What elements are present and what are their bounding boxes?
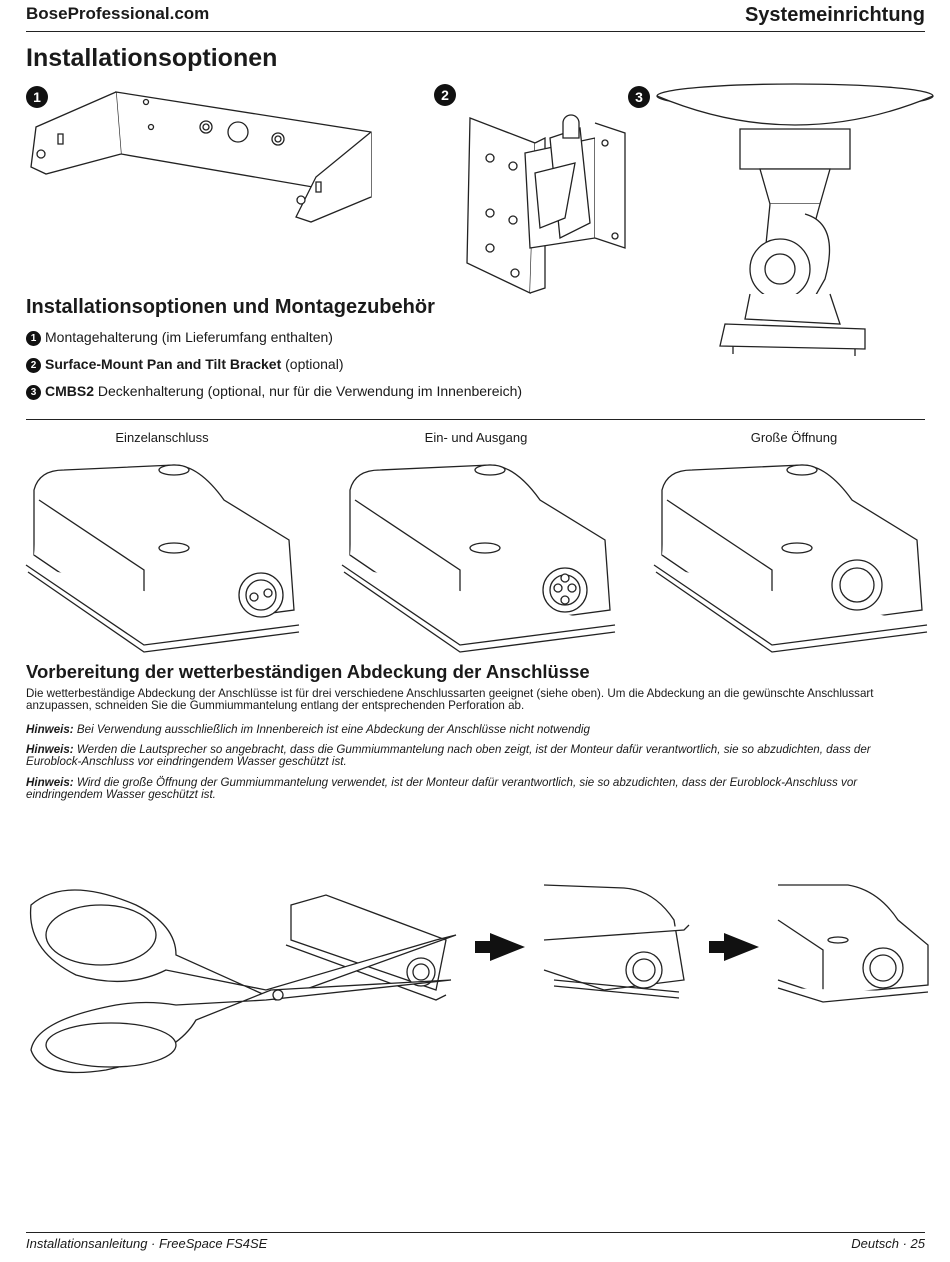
cover-single-illustration bbox=[24, 460, 304, 650]
note-rubber-up: Hinweis: Werden die Lautsprecher so ange… bbox=[26, 743, 926, 769]
cover-large-opening-illustration bbox=[652, 460, 932, 650]
note-text: Wird die große Öffnung der Gummiummantel… bbox=[26, 776, 858, 802]
caption-single: Einzelanschluss bbox=[115, 430, 209, 445]
note-label: Hinweis: bbox=[26, 776, 74, 789]
note-label: Hinweis: bbox=[26, 743, 74, 756]
figure-marker-3: 3 bbox=[628, 86, 650, 108]
footer-page-number: Deutsch · 25 bbox=[851, 1236, 925, 1251]
options-heading: Installationsoptionen und Montagezubehör bbox=[26, 296, 435, 318]
weather-heading: Vorbereitung der wetterbeständigen Abdec… bbox=[26, 661, 590, 682]
figure-marker-2: 2 bbox=[434, 84, 456, 106]
option-number: 2 bbox=[26, 358, 41, 373]
footer-doc-title: Installationsanleitung · FreeSpace FS4SE bbox=[26, 1236, 268, 1251]
weather-intro: Die wetterbeständige Abdeckung der Ansch… bbox=[26, 687, 874, 713]
option-item-2: 2 Surface-Mount Pan and Tilt Bracket (opt… bbox=[26, 356, 344, 373]
arrow-right-icon bbox=[709, 933, 759, 961]
cover-finished-illustration bbox=[778, 880, 938, 1005]
option-item-1: 1 Montagehalterung (im Lieferumfang entha… bbox=[26, 329, 333, 346]
page-title: Installationsoptionen bbox=[26, 44, 278, 72]
note-text: Bei Verwendung ausschließlich im Innenbe… bbox=[73, 723, 590, 736]
option-text: Montagehalterung (im Lieferumfang enthal… bbox=[45, 329, 333, 345]
header-rule bbox=[26, 31, 925, 32]
scissors-cutting-illustration bbox=[26, 880, 466, 1080]
section-title: Systemeinrichtung bbox=[744, 4, 925, 26]
caption-in-out: Ein- und Ausgang bbox=[424, 430, 528, 445]
option-bold: Surface-Mount Pan and Tilt Bracket bbox=[45, 356, 282, 372]
note-indoor: Hinweis: Bei Verwendung ausschließlich i… bbox=[26, 723, 926, 736]
note-large-opening: Hinweis: Wird die große Öffnung der Gumm… bbox=[26, 776, 926, 802]
option-text: (optional) bbox=[281, 356, 344, 372]
ceiling-bracket-illustration bbox=[655, 84, 935, 356]
cover-cut-step-illustration bbox=[544, 880, 694, 1000]
option-bold: CMBS2 bbox=[45, 383, 95, 399]
option-number: 1 bbox=[26, 331, 41, 346]
figure-marker-1: 1 bbox=[26, 86, 48, 108]
caption-large-opening: Große Öffnung bbox=[750, 430, 838, 445]
pan-tilt-bracket-illustration bbox=[465, 108, 635, 298]
option-text: Deckenhalterung (optional, nur für die V… bbox=[94, 383, 523, 399]
option-number: 3 bbox=[26, 385, 41, 400]
section-rule bbox=[26, 419, 925, 420]
cover-in-out-illustration bbox=[340, 460, 620, 650]
site-url: BoseProfessional.com bbox=[26, 4, 210, 23]
footer-rule bbox=[26, 1232, 925, 1233]
note-label: Hinweis: bbox=[26, 723, 74, 736]
note-text: Werden die Lautsprecher so angebracht, d… bbox=[26, 743, 871, 769]
u-bracket-illustration bbox=[26, 82, 376, 232]
arrow-right-icon bbox=[475, 933, 525, 961]
option-item-3: 3 CMBS2 Deckenhalterung (optional, nur fü… bbox=[26, 383, 522, 400]
